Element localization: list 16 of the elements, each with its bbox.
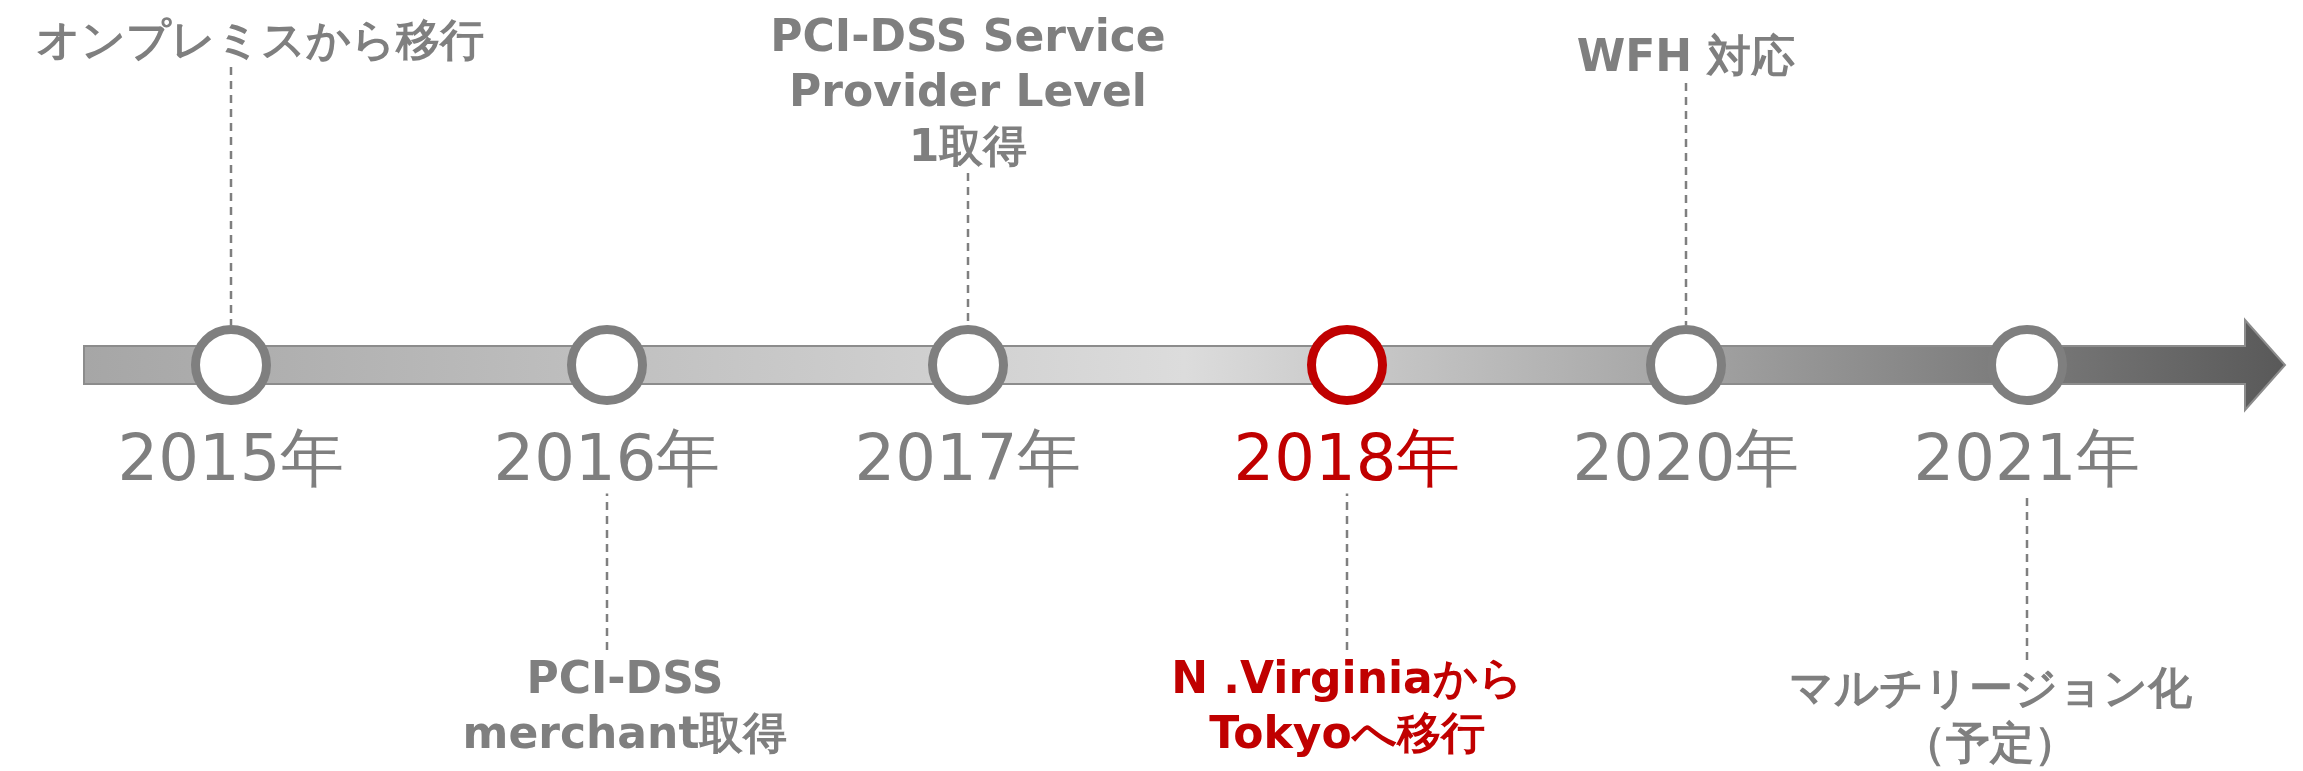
event-label: N .Virginiaから Tokyoへ移行 [1137,650,1557,760]
year-label: 2015年 [117,423,345,494]
leader-line [229,67,233,325]
year-label: 2016年 [493,423,721,494]
event-label: WFH 対応 [1576,28,1796,83]
event-label: PCI-DSS merchant取得 [405,650,845,760]
event-label: PCI-DSS Service Provider Level 1取得 [748,8,1188,173]
leader-line [605,493,609,650]
leader-line [1345,493,1349,650]
year-label: 2017年 [854,423,1082,494]
leader-line [1684,83,1688,325]
event-label: マルチリージョン化（予定） [1788,660,2192,770]
year-label: 2020年 [1572,423,1800,494]
year-label: 2021年 [1913,423,2141,494]
event-label: オンプレミスから移行 [36,12,484,67]
year-label: 2018年 [1233,423,1461,494]
